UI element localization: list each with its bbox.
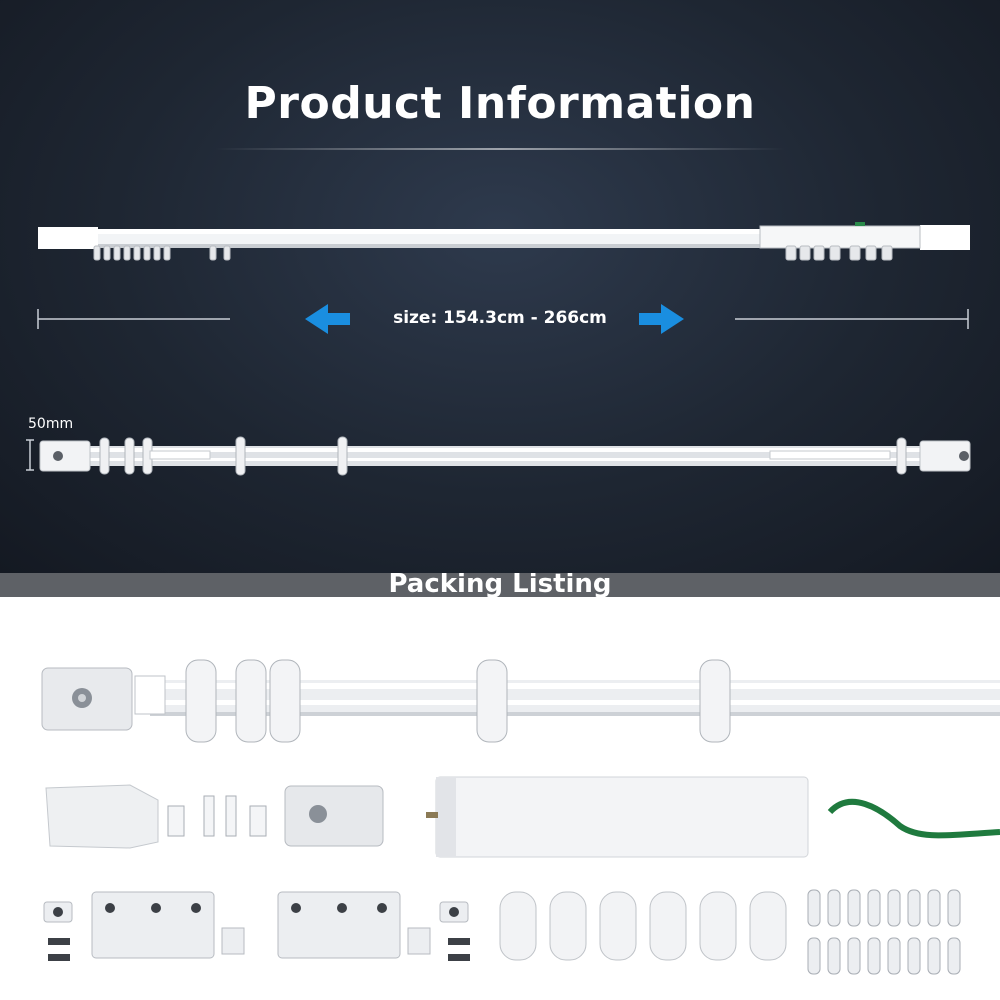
packing-title: Packing Listing (388, 573, 612, 597)
drive-belt (827, 798, 1000, 839)
page-title: Product Information (244, 78, 756, 129)
rail-side-view (37, 222, 970, 329)
packing-section-header: Packing Listing (0, 573, 1000, 597)
motor-unit (426, 776, 809, 858)
title-divider (215, 148, 785, 150)
size-label: size: 154.3cm - 266cm (393, 308, 607, 328)
height-label: 50mm (28, 416, 74, 432)
product-info-panel (0, 0, 1000, 573)
rail-top-view (26, 436, 971, 476)
mounting-brackets (499, 891, 787, 961)
arrow-right-icon (639, 304, 684, 334)
arrow-left-icon (305, 304, 350, 334)
curtain-rail (41, 659, 1000, 743)
hooks (807, 889, 961, 975)
end-caps (45, 784, 384, 849)
